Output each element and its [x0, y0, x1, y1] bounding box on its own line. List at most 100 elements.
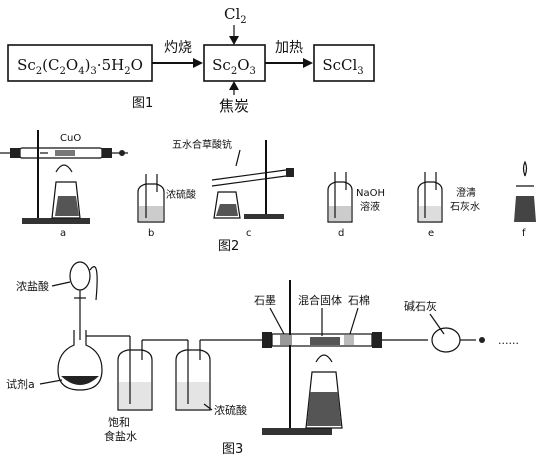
- wash-bottle-d: [327, 181, 353, 223]
- soda-lime-bulb: [431, 327, 461, 353]
- label-graphite: 石墨: [254, 294, 276, 307]
- continuation-dots: ......: [498, 334, 519, 347]
- label-conc-acid-b: 浓硫酸: [166, 188, 196, 201]
- chlorine-generator: 浓盐酸 试剂a: [6, 261, 130, 391]
- mixed-solid: [310, 337, 340, 345]
- liquid-brine: [119, 382, 151, 409]
- letter-f: f: [522, 228, 526, 239]
- box-scandium-oxalate-text: Sc2(C2O4)3·5H2O: [17, 56, 143, 77]
- lamp-fuel-3: [307, 392, 341, 426]
- apparatus-f: f: [514, 160, 536, 239]
- leader-acid: [203, 403, 213, 411]
- arrow-chlorine-head: [229, 36, 239, 45]
- leader-asbestos: [349, 307, 359, 335]
- letter-a: a: [60, 228, 66, 239]
- alcohol-lamp: [51, 181, 81, 219]
- apparatus-a: CuO a: [0, 130, 128, 239]
- test-tube-c: [211, 169, 287, 181]
- leader-reagent: [39, 379, 63, 385]
- box-scandium-oxide: [203, 44, 266, 82]
- leader-graphite: [269, 307, 285, 335]
- arrow-1-head: [193, 58, 203, 68]
- round-flask: [57, 330, 103, 391]
- leader-hcl: [51, 281, 71, 287]
- brine-bottle: 饱和 食盐水: [104, 336, 188, 443]
- input-chlorine: Cl2: [224, 5, 247, 26]
- label-acid: 浓硫酸: [214, 403, 247, 417]
- letter-e: e: [428, 228, 434, 239]
- wash-bottle-b: [137, 183, 165, 223]
- flame-f: [522, 160, 528, 177]
- stand-base: [22, 218, 90, 224]
- liquid-e: [419, 206, 441, 221]
- figure1-flowchart: Sc2(C2O4)3·5H2O 灼烧 Sc2O3 Cl2 焦炭 加热 ScCl3…: [7, 5, 375, 115]
- letter-c: c: [246, 228, 252, 239]
- apparatus-e: 澄清 石灰水 e: [417, 172, 480, 239]
- wash-bottle-e: [417, 181, 443, 223]
- label-conc-hcl: 浓盐酸: [16, 279, 49, 293]
- tube-5-joint: [479, 337, 485, 343]
- box-scandium-oxalate: [7, 44, 153, 82]
- tube-joint: [119, 150, 125, 156]
- label-reagent-a: 试剂a: [6, 377, 35, 391]
- label-naoh: NaOH: [356, 188, 385, 199]
- stopper-c: [286, 168, 294, 177]
- apparatus-d: NaOH 溶液 d: [327, 172, 385, 239]
- figure3-apparatus: 浓盐酸 试剂a 饱和 食盐水 浓硫酸: [6, 261, 519, 457]
- arrow-coke-head: [229, 81, 239, 90]
- flame-3: [315, 354, 333, 363]
- label-clear: 澄清: [456, 186, 476, 199]
- lamp-fuel-c: [216, 204, 238, 216]
- arrow-2-label: 加热: [275, 40, 303, 56]
- liquid-d: [329, 206, 351, 221]
- input-coke: 焦炭: [219, 97, 249, 115]
- apparatus-b: 浓硫酸 b: [137, 174, 196, 239]
- drying-tube: 碱石灰 ......: [404, 299, 519, 353]
- separatory-funnel: [69, 261, 91, 291]
- lamp-3: [305, 371, 343, 429]
- liquid-acid: [177, 382, 209, 409]
- label-oxalate: 五水合草酸钪: [172, 138, 232, 151]
- arrow-2-head: [303, 58, 313, 68]
- lamp-fuel: [55, 196, 79, 216]
- figure2-caption: 图2: [218, 239, 239, 254]
- label-mixed-solid: 混合固体: [298, 293, 342, 307]
- letter-b: b: [148, 228, 154, 239]
- liquid-b: [139, 206, 163, 221]
- stopper-right: [102, 148, 112, 158]
- label-limewater: 石灰水: [450, 200, 480, 213]
- label-saturated: 饱和: [108, 415, 130, 429]
- test-tube-c-lower: [211, 175, 287, 187]
- reagent-a-fill: [61, 376, 99, 385]
- box-scandium-chloride: [313, 44, 375, 82]
- figure3-caption: 图3: [222, 442, 243, 457]
- acid-bottle: 浓硫酸: [175, 339, 262, 417]
- label-asbestos: 石棉: [348, 293, 370, 307]
- asbestos-plug: [344, 335, 354, 345]
- figure1-caption: 图1: [132, 96, 153, 111]
- arrow-1-label: 灼烧: [164, 40, 192, 56]
- stopper-left: [10, 148, 20, 158]
- label-cuo: CuO: [60, 133, 81, 144]
- leader-soda-lime: [429, 313, 445, 335]
- tube-stopper-left: [262, 332, 272, 348]
- figure2-apparatus: CuO a 浓硫酸 b 五水合草酸钪 c: [0, 130, 536, 254]
- lamp-f: [514, 196, 536, 222]
- stand-base-c: [244, 214, 284, 219]
- cuo-sample: [55, 150, 75, 156]
- reaction-tube: 石墨 混合固体 石棉: [254, 280, 428, 435]
- letter-d: d: [338, 228, 344, 239]
- apparatus-c: 五水合草酸钪 c: [172, 138, 294, 239]
- box-scandium-oxide-text: Sc2O3: [212, 56, 256, 77]
- pressure-tube: [89, 266, 98, 301]
- stand-base-3: [262, 428, 332, 435]
- lamp-c: [213, 191, 241, 219]
- label-soda-lime: 碱石灰: [404, 299, 437, 313]
- tube-stopper-right: [372, 332, 382, 348]
- label-naoh-solution: 溶液: [360, 200, 380, 213]
- label-brine: 食盐水: [104, 429, 137, 443]
- flame: [55, 164, 73, 173]
- leader-c: [235, 149, 241, 167]
- box-scandium-chloride-text: ScCl3: [322, 56, 363, 77]
